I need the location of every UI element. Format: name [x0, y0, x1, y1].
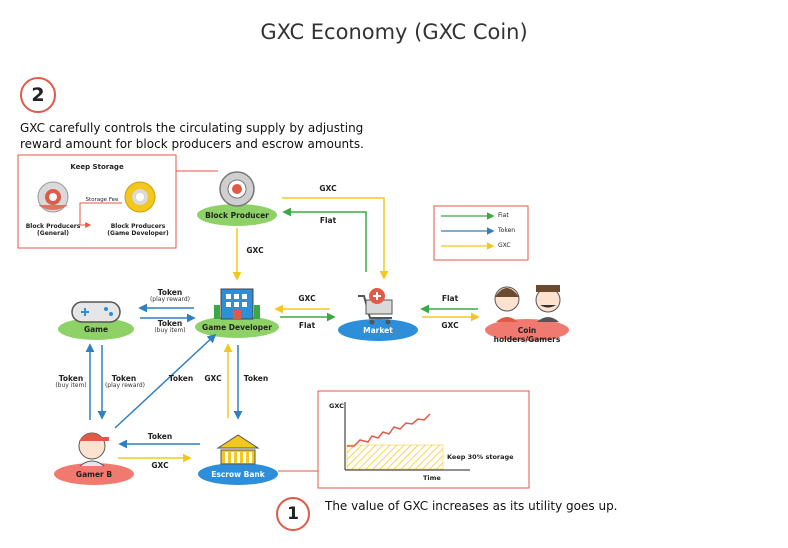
gamer-escrow-gxc-label: GXC	[151, 461, 169, 470]
game-developer-label: Game Developer	[202, 323, 272, 332]
step-2-badge: 2	[20, 77, 56, 113]
coin-holders-ellipse	[485, 319, 569, 341]
game-gamer-token-label: Token	[111, 374, 137, 383]
general-gear-icon	[37, 181, 69, 213]
inset-band-label: Keep 30% storage	[447, 453, 514, 461]
game-dev-token-label: Token	[157, 319, 183, 328]
legend-fiat-label: Fiat	[498, 212, 509, 219]
gamer-game-token-sublabel: (buy item)	[55, 382, 87, 389]
game-label: Game	[83, 325, 109, 334]
game-dev-token-sublabel: (buy item)	[154, 327, 186, 334]
inset-growth-line	[347, 413, 431, 447]
market-label: Market	[363, 326, 393, 335]
inset-storage-band	[346, 444, 444, 470]
bp-market-gxc-label: GXC	[319, 184, 337, 193]
dev-game-token-sublabel: (play reward)	[149, 296, 191, 303]
legend-gxc-label: GXC	[498, 242, 511, 249]
keep-storage-title: Keep Storage	[70, 163, 124, 171]
inset-chart-box	[317, 390, 530, 489]
legend-box	[433, 205, 529, 261]
step-1-badge: 1	[276, 497, 310, 531]
bp-dev-gxc-label: GXC	[246, 246, 264, 255]
bp-general-label-2: (General)	[37, 230, 69, 237]
escrow-gamer-token-label: Token	[147, 432, 173, 441]
gamer-b-ellipse	[54, 463, 134, 485]
inset-x-label: Time	[423, 474, 441, 482]
game-developer-ellipse	[195, 316, 279, 338]
escrow-bank-ellipse	[198, 463, 278, 485]
bp-general-label-1: Block Producers	[25, 223, 81, 230]
market-dev-gxc-label: GXC	[298, 294, 316, 303]
dev-game-token-label: Token	[157, 288, 183, 297]
developer-gear-icon	[124, 181, 156, 213]
market-to-bp-fiat-arrow	[282, 207, 367, 272]
gamer-b-label: Gamer B	[75, 470, 113, 479]
gamer-to-dev-token-arrow	[114, 333, 217, 429]
dev-market-fiat-label: Flat	[298, 321, 316, 330]
market-holders-gxc-label: GXC	[441, 321, 459, 330]
storage-fee-label: Storage Fee	[85, 197, 119, 203]
holders-market-fiat-label: Flat	[441, 294, 459, 303]
bp-developer-label-1: Block Producers	[110, 223, 166, 230]
escrow-dev-gxc-label: GXC	[204, 374, 222, 383]
market-bp-fiat-label: Flat	[319, 216, 337, 225]
escrow-bank-label: Escrow Bank	[211, 470, 265, 479]
gamer-game-token-label: Token	[58, 374, 84, 383]
step-1-description: The value of GXC increases as its utilit…	[325, 499, 618, 513]
game-ellipse	[58, 318, 134, 340]
escrow-bank-icon	[216, 434, 260, 465]
gamer-dev-token-label: Token	[168, 374, 194, 383]
dev-escrow-token-label: Token	[243, 374, 269, 383]
legend-token-label: Token	[498, 227, 516, 234]
game-developer-building-icon	[214, 288, 260, 320]
page-title: GXC Economy (GXC Coin)	[260, 20, 528, 44]
market-cart-icon	[358, 288, 393, 325]
bp-developer-label-2: (Game Developer)	[107, 230, 169, 237]
inset-y-label: GXC	[329, 402, 344, 410]
bp-to-market-gxc-arrow	[282, 197, 389, 280]
block-producer-gear-icon	[219, 171, 255, 207]
block-producer-label: Block Producer	[205, 211, 269, 220]
block-producer-ellipse	[197, 204, 277, 226]
coin-holders-label: Coin holders/Gamers	[493, 326, 561, 344]
coin-holders-people-icon	[494, 285, 561, 322]
game-gamer-token-sublabel: (play reward)	[104, 382, 146, 389]
game-controller-icon	[71, 301, 121, 323]
storage-fee-arrow	[79, 202, 122, 228]
gamer-b-avatar-icon	[78, 432, 109, 467]
step-2-description: GXC carefully controls the circulating s…	[20, 121, 364, 151]
market-ellipse	[338, 319, 418, 341]
